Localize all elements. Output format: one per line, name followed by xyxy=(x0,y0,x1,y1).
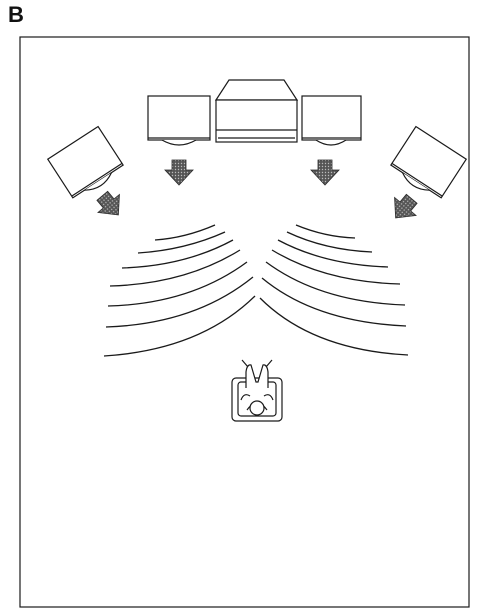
left-surround-arrow xyxy=(96,190,120,216)
right-surround-arrow xyxy=(394,193,418,219)
seated-listener xyxy=(231,359,283,422)
center-speaker xyxy=(214,79,299,143)
right-front-speaker xyxy=(301,95,362,146)
left-front-speaker xyxy=(147,95,211,146)
right-front-arrow xyxy=(310,159,340,186)
left-sound-waves xyxy=(103,224,256,357)
room-outline xyxy=(19,36,470,608)
right-surround-speaker xyxy=(390,125,468,199)
left-surround-speaker xyxy=(46,125,124,199)
panel-letter: B xyxy=(8,2,24,27)
left-front-arrow xyxy=(164,159,194,186)
right-sound-waves xyxy=(259,224,409,356)
